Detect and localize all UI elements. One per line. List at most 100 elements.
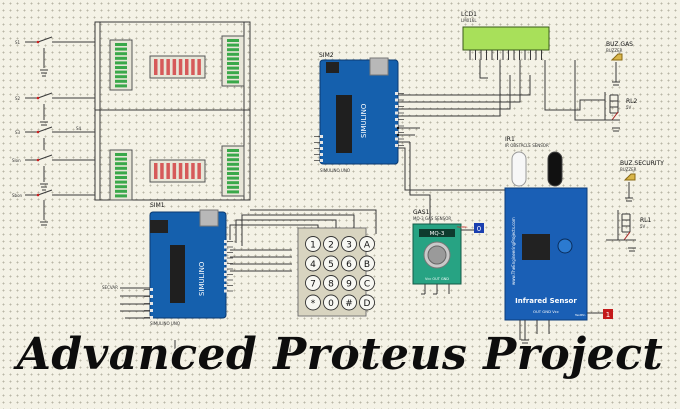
header-pin (320, 153, 323, 156)
keypad-key: * (305, 294, 321, 311)
header-pin (395, 98, 398, 102)
bargraph-horizontal (149, 159, 206, 183)
keypad-key: 7 (305, 275, 321, 291)
rl1-label: RL1 (640, 217, 652, 224)
project-title: Advanced Proteus Project (16, 329, 664, 380)
ir-sub: IR OBSTACLE SENSOR (505, 143, 549, 148)
header-pin (320, 159, 323, 162)
lcd-sub: LM016L (461, 18, 477, 23)
sim2-sub: SIMULINO UNO (320, 168, 350, 173)
header-pin (320, 147, 323, 150)
ir-label: IR1 (505, 136, 515, 143)
sim1-left-wiring (120, 287, 150, 319)
relay-rl2: RL2 5V (600, 92, 638, 132)
keypad-key-label: 1 (310, 241, 316, 251)
header-pin (224, 289, 227, 293)
ir-board-text: Infrared Sensor (515, 297, 577, 305)
ir-probe-value: 1 (606, 311, 610, 319)
keypad-key: # (341, 294, 357, 311)
header-pin (395, 105, 398, 108)
header-pin (224, 284, 227, 287)
rl1-sub: 5V (640, 224, 646, 229)
gas-sensor: GAS1 MQ-3 GAS SENSOR MQ-3 Vcc OUT GND Te… (412, 209, 478, 295)
rl2-label: RL2 (626, 98, 638, 105)
gas-logic-probe: 0 (474, 223, 484, 233)
ir-sensor: IR1 IR OBSTACLE SENSOR www.TheEngineerin… (504, 136, 604, 344)
header-pin (224, 256, 227, 260)
sim1-board-text: SIMULINO (198, 261, 206, 296)
keypad-key-label: # (345, 299, 353, 309)
lcd-label: LCD1 (461, 11, 477, 18)
keypad-key-label: 0 (328, 299, 334, 309)
rl2-sub: 5V (626, 105, 632, 110)
header-pin (150, 309, 153, 312)
input-switches: S1 S2 S3 Slon Sbon S4 (12, 36, 95, 226)
ir-site-text: www.TheEngineeringProjects.com (511, 217, 516, 285)
keypad-key-label: B (364, 260, 370, 270)
buz-sec-sub: BUZZER (620, 167, 637, 172)
header-pin (150, 295, 153, 298)
keypad-key-label: * (311, 299, 316, 309)
buzzer-security: BUZ SECURITY BUZZER (620, 160, 664, 202)
keypad-key: 2 (323, 236, 339, 252)
bargraph-vertical (221, 35, 245, 87)
header-pin (224, 262, 227, 265)
gas-testpin: TestPin (456, 225, 467, 229)
header-pin (395, 131, 398, 134)
keypad-key: 6 (341, 255, 357, 272)
keypad-key-label: 6 (346, 260, 352, 270)
buzzer-gas: BUZ GAS BUZZER (606, 41, 633, 86)
keypad-key: 9 (341, 275, 357, 291)
junction-dots (396, 126, 400, 137)
gas-label: GAS1 (413, 209, 430, 216)
gas-sub: MQ-3 GAS SENSOR (413, 216, 451, 221)
header-pin (395, 124, 398, 128)
header-pin (395, 111, 398, 115)
ir-logic-probe: 1 (603, 309, 613, 319)
header-pin (224, 245, 227, 249)
net-sbon: Sbon (12, 193, 23, 198)
bargraph-network (94, 21, 251, 201)
keypad-key-label: C (364, 280, 370, 290)
keypad-key: 8 (323, 275, 339, 291)
ir-testpin: TestPin (574, 313, 585, 317)
keypad-key: 3 (341, 236, 357, 252)
power-terminals (174, 320, 521, 352)
header-pin (320, 141, 323, 144)
header-pin (395, 144, 398, 147)
header-pin (150, 302, 153, 305)
net-s3: S3 (15, 130, 21, 135)
keypad-key: 5 (323, 255, 339, 272)
arduino-sim2: SIM2 SIMULINO SIMULINO UNO (314, 52, 404, 173)
header-pin (395, 118, 398, 121)
sim2-wiring (398, 60, 610, 230)
header-pin (150, 288, 153, 291)
arduino-sim1: SIM1 SIMULINO SIMULINO UNO (144, 202, 233, 326)
sim2-board-text: SIMULINO (360, 103, 368, 138)
lcd-display: LCD1 LM016L (461, 11, 550, 60)
header-pin (150, 316, 153, 319)
keypad-key: D (359, 294, 375, 311)
header-pin (395, 137, 398, 141)
keypad-key: A (359, 236, 375, 252)
bargraph-vertical (109, 149, 133, 201)
gas-module-text: MQ-3 (430, 231, 445, 237)
buz-gas-sub: BUZZER (606, 48, 623, 53)
header-pin (224, 240, 227, 243)
header-pin (224, 278, 227, 282)
keypad-key: 0 (323, 294, 339, 311)
sim1-label: SIM1 (150, 202, 165, 209)
net-slon: Slon (12, 158, 21, 163)
keypad-key-label: 9 (346, 280, 352, 290)
keypad-key: C (359, 275, 375, 291)
keypad-key-label: A (364, 241, 371, 251)
gas-pins-text: Vcc OUT GND (425, 277, 449, 281)
bargraph-horizontal (149, 55, 206, 79)
buz-sec-label: BUZ SECURITY (620, 160, 664, 167)
header-pin (320, 135, 323, 138)
net-secvar: SECVAR (102, 285, 118, 290)
net-s1: S1 (15, 40, 21, 45)
